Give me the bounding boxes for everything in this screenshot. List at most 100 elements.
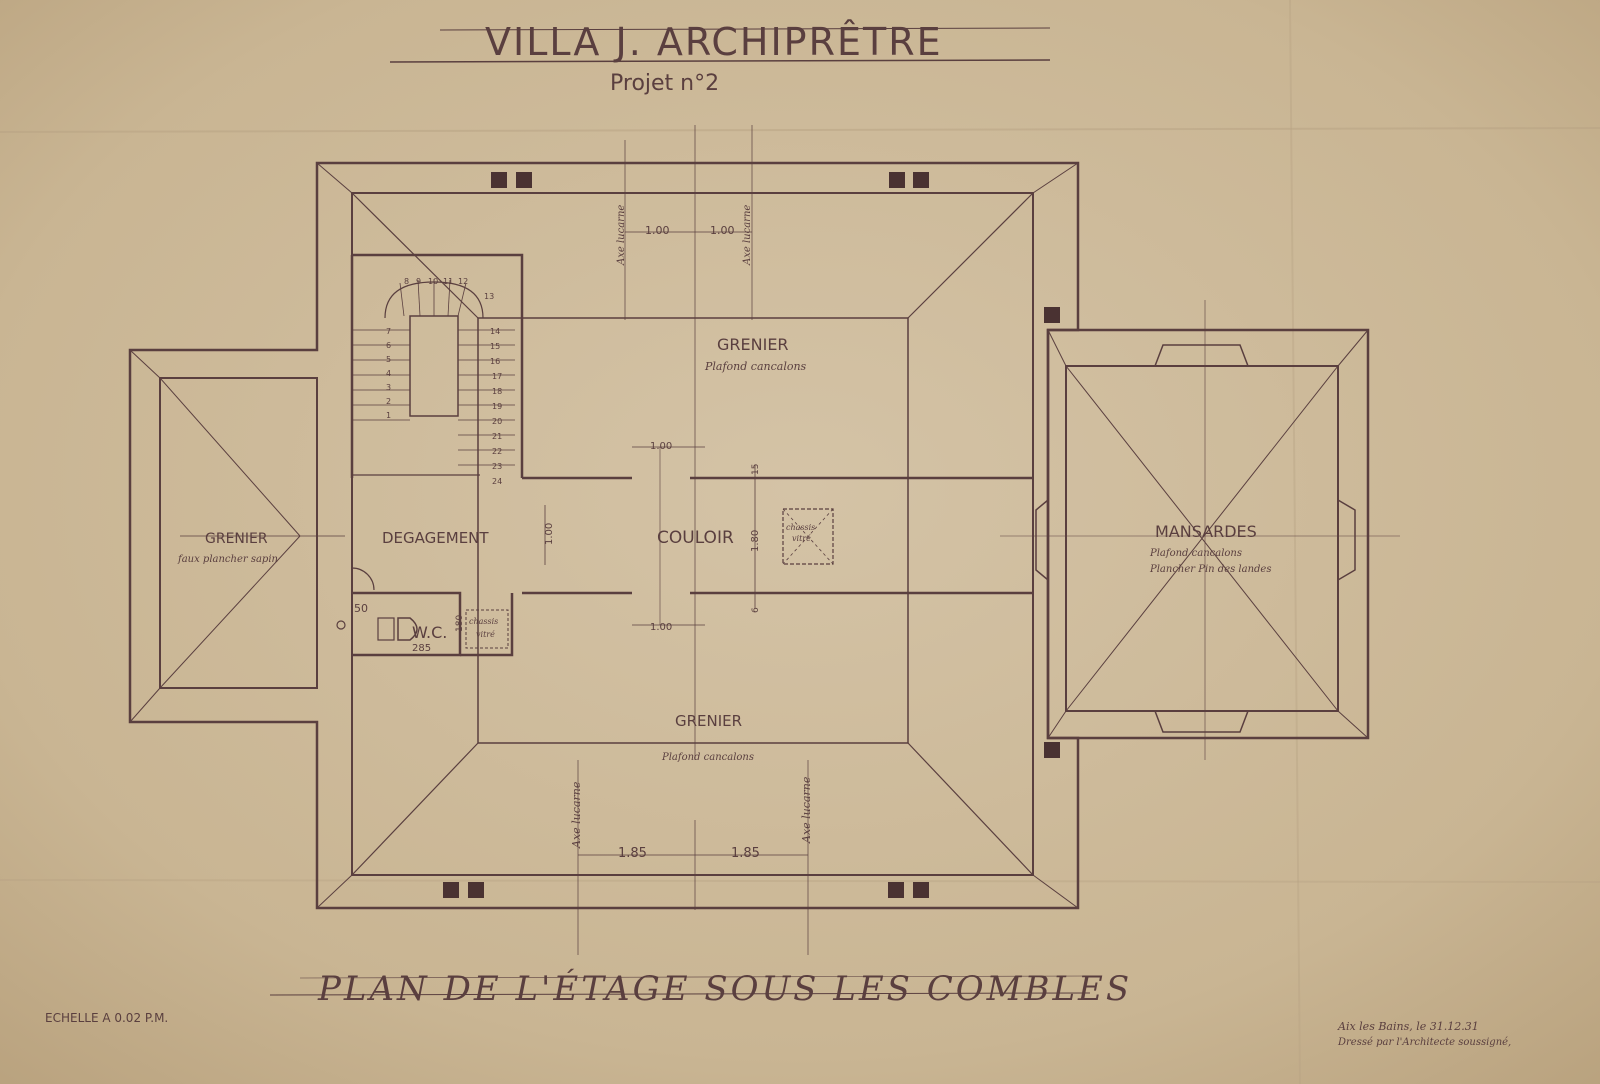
dim-couloir-top: 1.00 <box>650 441 672 452</box>
left-wing <box>129 349 345 723</box>
plan-title-rule <box>299 975 1091 979</box>
roof-corner <box>316 874 353 909</box>
chimney-icon <box>468 882 484 898</box>
stair-steps <box>352 279 515 466</box>
stair-number: 5 <box>386 355 391 364</box>
stair-number: 23 <box>492 462 502 471</box>
stair-number: 6 <box>386 341 391 350</box>
stair-number: 14 <box>490 327 500 336</box>
wc-sink <box>336 620 346 630</box>
roof-hip-line <box>1065 365 1339 712</box>
dim-top-b: 1.00 <box>710 224 735 237</box>
roof-hip-line <box>907 192 1034 319</box>
fold-line <box>1289 0 1301 1084</box>
stair-number: 24 <box>492 477 502 486</box>
wc-bowl <box>397 617 418 641</box>
roof-corner <box>129 687 161 723</box>
stair-number: 22 <box>492 447 502 456</box>
title-rule <box>439 27 1051 31</box>
dim-couloir-bottom: 1.00 <box>650 622 672 633</box>
dormer-bottom <box>1153 710 1250 733</box>
chimney-icon <box>1044 742 1060 758</box>
roof-corner <box>1047 710 1067 739</box>
stair-number: 3 <box>386 383 391 392</box>
dim-wc-285: 285 <box>412 643 431 654</box>
signature-line-1: Aix les Bains, le 31.12.31 <box>1337 1020 1479 1033</box>
room-note-grenier-top: Plafond cancalons <box>704 360 807 373</box>
stair-number: 4 <box>386 369 391 378</box>
chassis-diagonal <box>782 508 834 565</box>
dim-bottom-b: 1.85 <box>731 846 760 861</box>
stair-number: 15 <box>490 342 500 351</box>
chimney-marks <box>443 172 1060 898</box>
dim-bottom-a: 1.85 <box>618 846 647 861</box>
stair-number: 12 <box>458 277 468 286</box>
stair-number: 8 <box>404 277 409 286</box>
room-note-grenier-left: faux plancher sapin <box>177 554 278 565</box>
stair-number: 2 <box>386 397 391 406</box>
fold-line <box>0 879 1600 883</box>
dormer-right <box>1337 498 1356 582</box>
axis-lines <box>544 125 809 955</box>
signature-line-2: Dressé par l'Architecte soussigné, <box>1337 1037 1511 1048</box>
room-label-wc: W.C. <box>412 623 447 642</box>
roof-corner <box>1032 162 1079 194</box>
roof-corner <box>1047 329 1067 367</box>
axis-label-bottom-left: Axe lucarne <box>570 781 583 849</box>
stair-number: 13 <box>484 292 494 301</box>
axis-label-top-right: Axe lucarne <box>742 205 753 266</box>
roof-ridge <box>477 317 909 744</box>
chimney-icon <box>889 172 905 188</box>
dim-couloir-width: 1.80 <box>750 530 761 552</box>
dormer-left <box>1035 498 1049 582</box>
stair-number: 19 <box>492 402 502 411</box>
axis-label-top-left: Axe lucarne <box>616 205 627 266</box>
title-rule <box>389 59 1051 63</box>
room-note-grenier-bottom: Plafond cancalons <box>661 752 754 763</box>
stair-number: 1 <box>386 411 391 420</box>
room-label-grenier-bottom: GRENIER <box>675 712 742 730</box>
chimney-icon <box>516 172 532 188</box>
roof-corner <box>129 349 161 379</box>
dim-15: 15 <box>751 464 761 475</box>
wc-wall <box>352 591 462 657</box>
chimney-icon <box>491 172 507 188</box>
right-wing <box>1000 300 1400 760</box>
axis-label-bottom-right: Axe lucarne <box>800 776 813 844</box>
room-label-grenier-top: GRENIER <box>717 335 789 354</box>
chimney-icon <box>443 882 459 898</box>
stair-number: 16 <box>490 357 500 366</box>
villa-title: VILLA J. ARCHIPRÊTRE <box>485 20 943 64</box>
room-note-mansardes-floor: Plancher Pin des landes <box>1149 564 1271 575</box>
stair-numbers: 1 2 3 4 5 6 7 8 9 10 11 12 13 14 15 16 1… <box>386 277 502 486</box>
plan-title: PLAN DE L'ÉTAGE SOUS LES COMBLES <box>317 968 1132 1009</box>
room-label-grenier-left: GRENIER <box>205 531 268 547</box>
stair-wall <box>352 253 524 478</box>
roof-corner <box>316 162 353 194</box>
dim-degagement-width: 1.00 <box>544 523 555 545</box>
dormer-top <box>1153 344 1250 367</box>
room-note-mansardes-ceiling: Plafond cancalons <box>1149 548 1242 559</box>
roof-corner <box>1337 710 1369 739</box>
roof-hip-line <box>159 377 301 537</box>
roof-corner <box>1032 874 1079 909</box>
stair-number: 11 <box>443 277 453 286</box>
fold-line <box>0 127 1600 133</box>
chassis-label-line1: chassis <box>786 523 815 532</box>
chimney-icon <box>913 172 929 188</box>
chimney-icon <box>913 882 929 898</box>
chimney-icon <box>888 882 904 898</box>
project-number: Projet n°2 <box>610 71 719 96</box>
room-label-couloir: COULOIR <box>657 528 734 548</box>
roof-hip-line <box>907 742 1034 876</box>
chassis-label-line2: vitré <box>792 534 811 543</box>
stair-number: 20 <box>492 417 502 426</box>
chassis-wc-label-line1: chassis <box>469 617 498 626</box>
roof-hip-line <box>159 535 301 689</box>
door-swing <box>351 567 375 591</box>
stair-number: 10 <box>428 277 438 286</box>
dim-wc-180: 180 <box>455 615 465 632</box>
